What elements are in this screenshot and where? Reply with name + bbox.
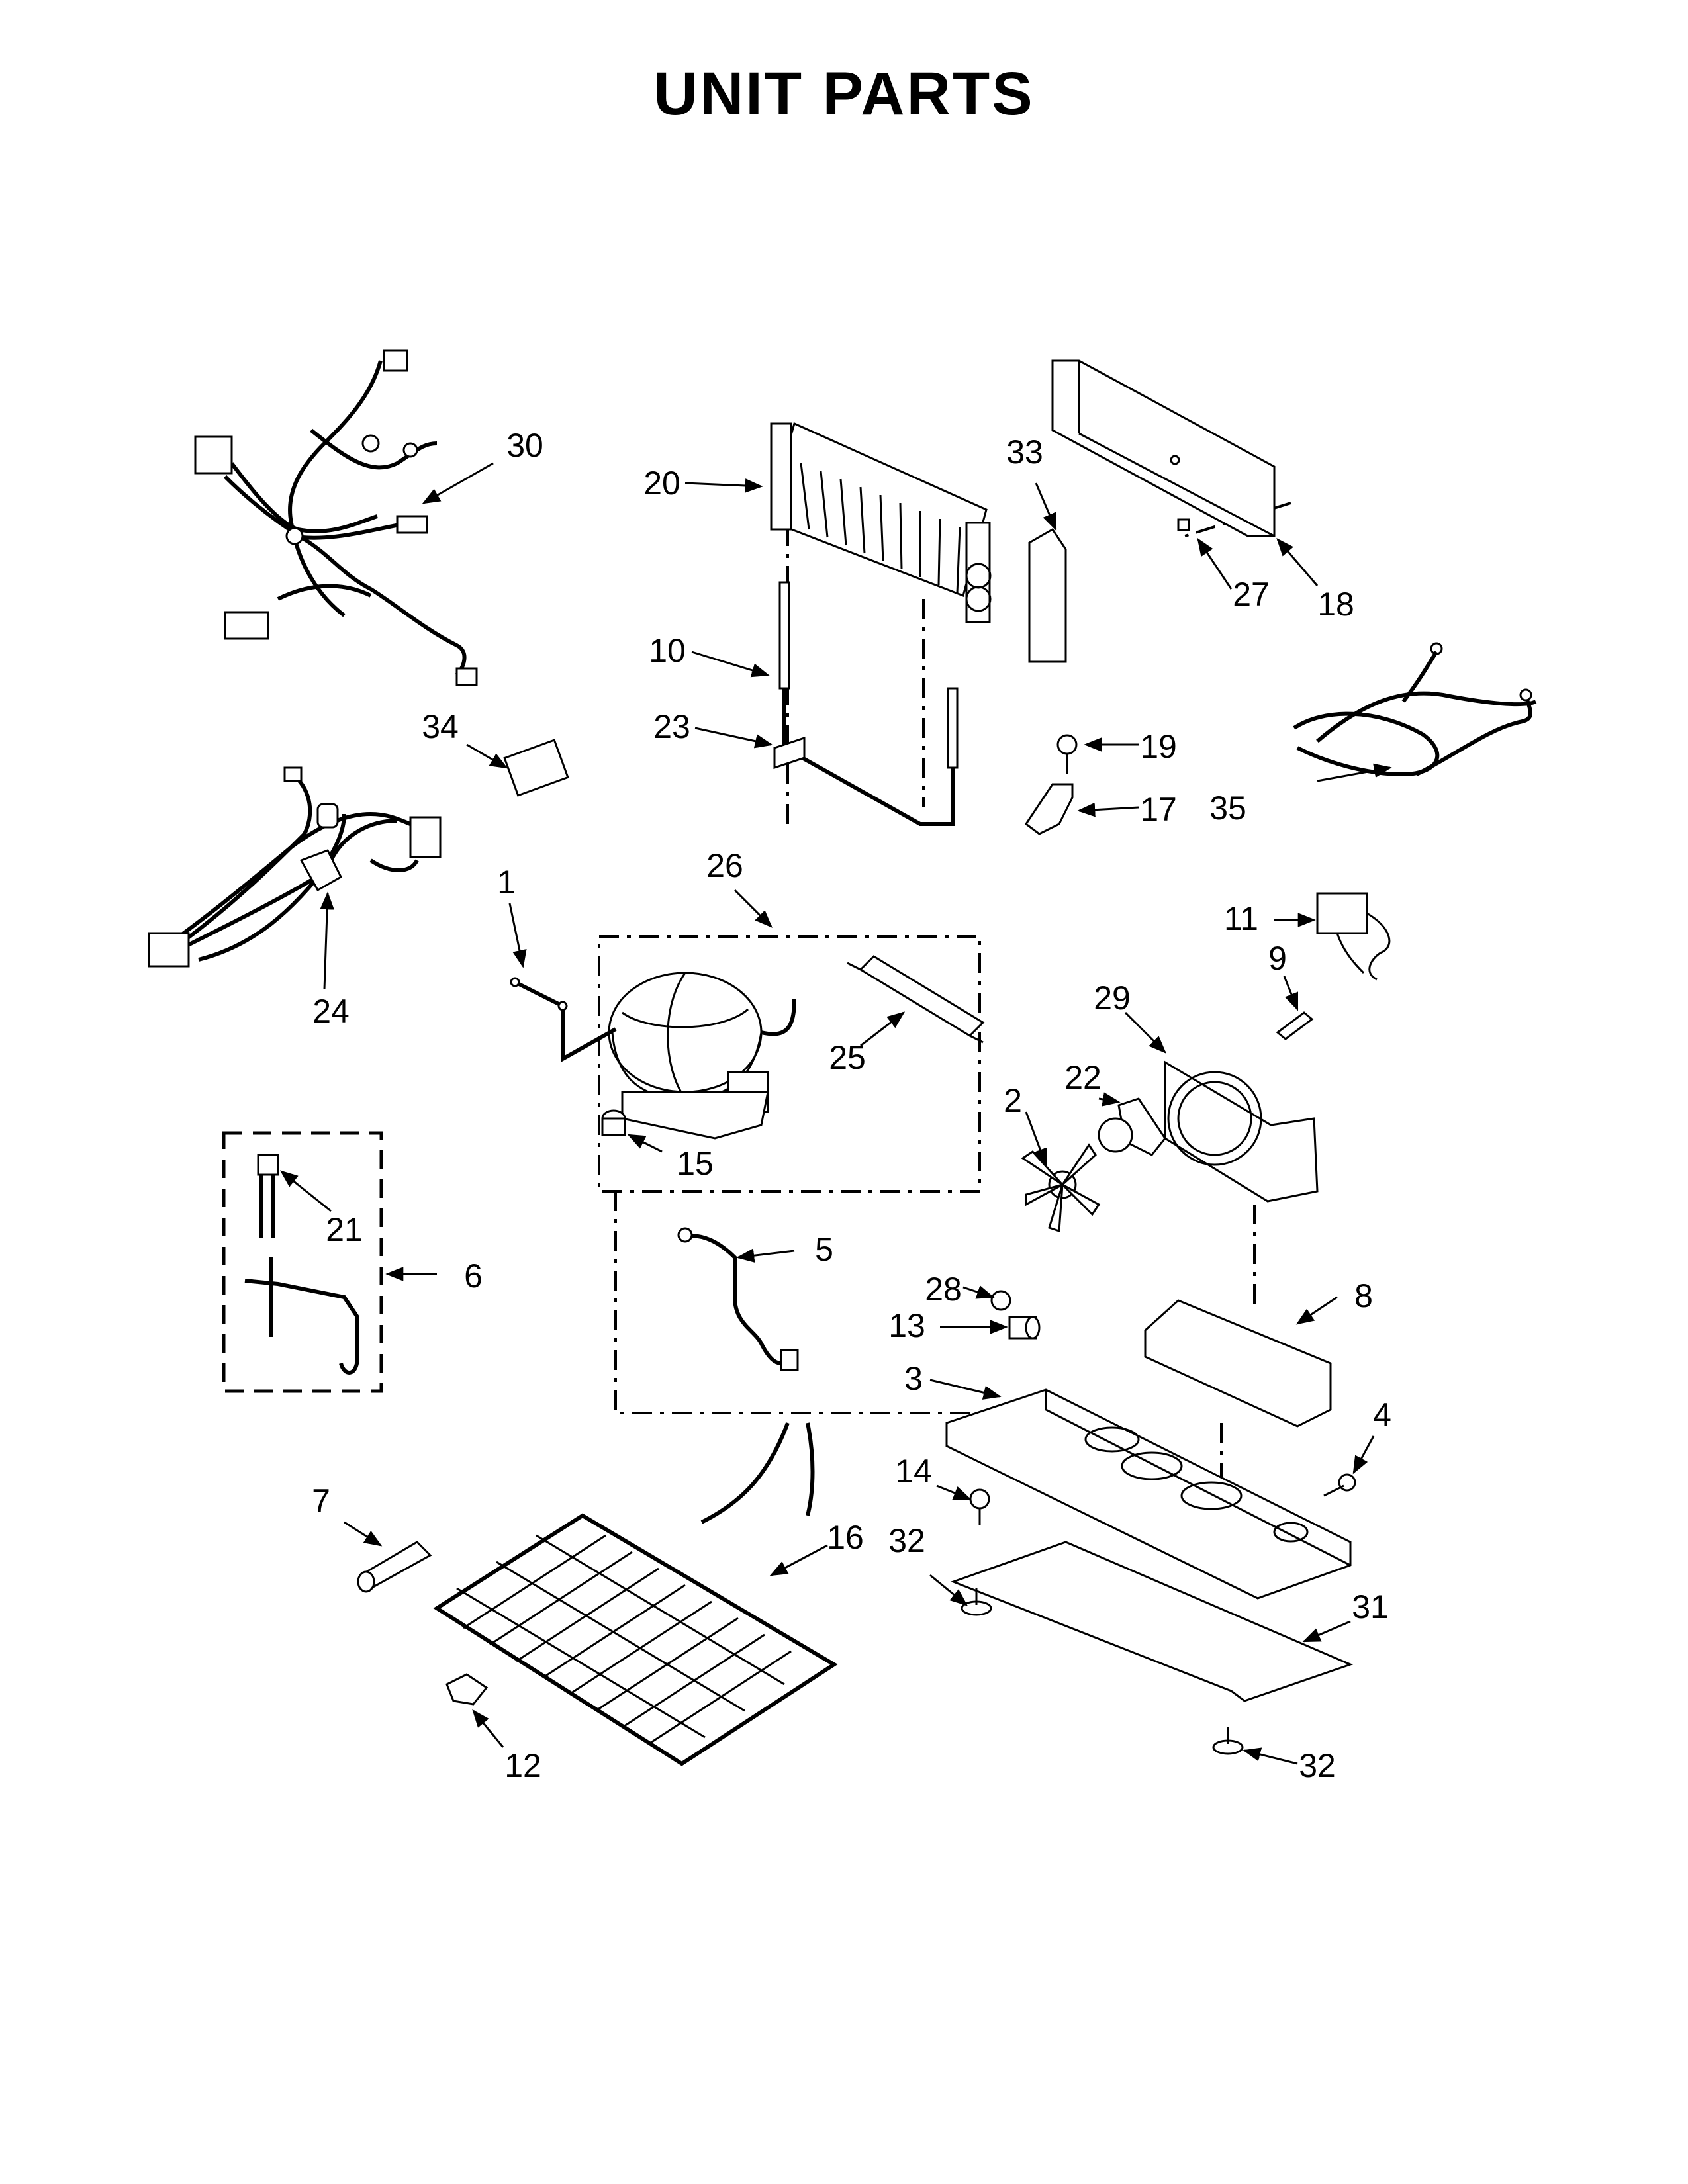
callout-10: 10 — [649, 632, 686, 669]
callout-11: 11 — [1224, 900, 1258, 937]
callout-35: 35 — [1209, 790, 1246, 827]
callout-12: 12 — [504, 1747, 541, 1784]
page-title: UNIT PARTS — [653, 60, 1035, 128]
foot-32-right — [1212, 1727, 1244, 1755]
drain-heater-group-box — [222, 1131, 383, 1393]
callout-16: 16 — [827, 1519, 864, 1556]
thermistor-bracket-17 — [1024, 783, 1074, 835]
callout-13: 13 — [888, 1307, 925, 1344]
callout-labels: 30 20 33 10 23 27 18 19 17 35 34 1 26 11… — [312, 427, 1391, 1784]
callout-21: 21 — [326, 1211, 363, 1248]
callout-19: 19 — [1140, 728, 1177, 765]
connector-icon — [409, 816, 442, 858]
callout-5: 5 — [815, 1231, 833, 1268]
base-tray-3 — [945, 1388, 1352, 1600]
clip-28 — [990, 1290, 1011, 1311]
callout-9: 9 — [1268, 940, 1287, 977]
wiring-harness-power-24 — [148, 766, 442, 968]
callout-22: 22 — [1064, 1059, 1102, 1096]
callout-32-right: 32 — [1299, 1747, 1336, 1784]
fan-screw-9 — [1276, 1011, 1314, 1040]
filter-drier-25 — [847, 955, 985, 1044]
connector-icon — [396, 515, 428, 534]
callout-7: 7 — [312, 1482, 330, 1520]
callout-8: 8 — [1354, 1277, 1373, 1314]
callout-3: 3 — [904, 1360, 923, 1397]
foot-32-left — [961, 1588, 992, 1616]
screw-4 — [1323, 1473, 1356, 1497]
callout-2: 2 — [1004, 1082, 1022, 1119]
connector-icon — [383, 349, 408, 372]
connector-icon — [455, 667, 478, 686]
callout-23: 23 — [653, 708, 690, 745]
leader-lines — [279, 462, 1392, 1765]
callout-20: 20 — [643, 465, 680, 502]
valve-tube-5 — [677, 1227, 799, 1371]
callout-17: 17 — [1140, 791, 1177, 828]
callout-30: 30 — [506, 427, 543, 464]
compressor-group — [608, 972, 796, 1140]
fan-bracket-8 — [1144, 1299, 1332, 1428]
connector-icon — [194, 435, 233, 475]
compressor-kit-group-box — [598, 935, 981, 1193]
condenser-16 — [433, 1422, 838, 1766]
fan-blade-2 — [1021, 1143, 1101, 1233]
heater-bracket-23 — [773, 736, 806, 770]
callout-33: 33 — [1006, 433, 1043, 471]
base-plate-31 — [950, 1541, 1354, 1702]
clip-12 — [445, 1673, 489, 1706]
connector-icon — [224, 611, 269, 640]
defrost-heater-10 — [778, 581, 959, 826]
tubing-assembly-35 — [1293, 642, 1537, 777]
callout-18: 18 — [1317, 586, 1354, 623]
wiring-harness-main-30 — [194, 349, 478, 686]
callout-6: 6 — [464, 1257, 483, 1295]
evaporator-cover-18 — [1051, 359, 1276, 537]
sleeve-7 — [357, 1541, 432, 1593]
compressor-assembly-guide-line — [614, 1191, 1053, 1414]
fan-motor-22 — [1098, 1097, 1166, 1156]
insulation-pad-34 — [503, 739, 569, 797]
damper-13 — [1008, 1316, 1041, 1340]
callout-26: 26 — [706, 847, 743, 884]
drain-trough-heater-6 — [244, 1257, 359, 1375]
callout-32-left: 32 — [888, 1522, 925, 1559]
callout-29: 29 — [1094, 979, 1131, 1017]
grommet-15 — [601, 1109, 626, 1136]
callout-4: 4 — [1373, 1396, 1391, 1433]
screw-14 — [969, 1488, 990, 1525]
callout-27: 27 — [1233, 576, 1270, 613]
clip-27 — [1177, 518, 1190, 531]
callout-25: 25 — [829, 1039, 866, 1076]
strap-1 — [510, 977, 617, 1063]
start-relay-11 — [1316, 892, 1391, 981]
callout-24: 24 — [312, 993, 350, 1030]
heater-21 — [257, 1154, 279, 1238]
callout-34: 34 — [422, 708, 459, 745]
connector-icon — [148, 932, 190, 968]
callout-14: 14 — [895, 1453, 932, 1490]
callout-15: 15 — [677, 1145, 714, 1182]
callout-1: 1 — [497, 864, 516, 901]
callout-31: 31 — [1352, 1588, 1389, 1625]
evaporator-insulation-33 — [1028, 528, 1067, 663]
fan-shroud-29 — [1164, 1060, 1319, 1203]
plug-icon — [299, 849, 342, 892]
callout-28: 28 — [925, 1271, 962, 1308]
evaporator-20 — [770, 422, 992, 623]
screw-19 — [1056, 734, 1078, 774]
